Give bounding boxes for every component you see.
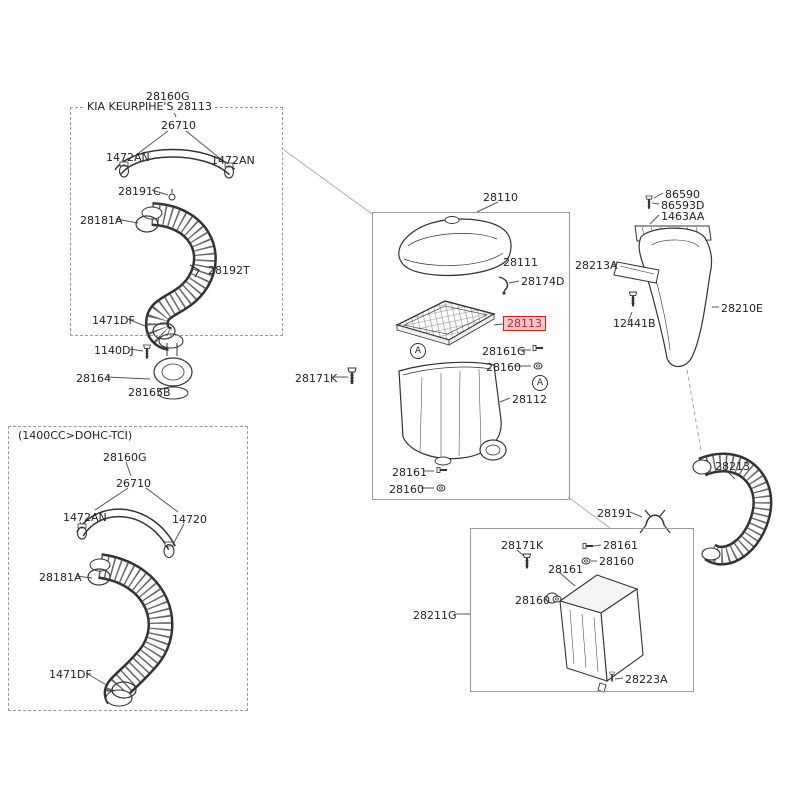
part-label-28181A[interactable]: 28181A (80, 214, 123, 227)
clamp-1472AN-right-drawing (224, 162, 234, 168)
air-cleaner-assembly-drawing (346, 216, 544, 492)
part-label-28174D[interactable]: 28174D (521, 275, 565, 288)
clamp-1472AN-drawing (77, 523, 87, 529)
mount-tab-drawing (597, 682, 607, 693)
filter-element-28113-drawing (395, 300, 496, 346)
part-label-26710[interactable]: 26710 (116, 477, 151, 490)
hose-assembly-bottom-left-drawing (76, 508, 176, 707)
bolt-28171K-drawing (346, 366, 358, 386)
part-label-28210E[interactable]: 28210E (721, 302, 763, 315)
part-label-28160[interactable]: 28160 (389, 483, 424, 496)
callout-marker-a: A (532, 375, 548, 391)
bolt-1140DJ-drawing (142, 343, 152, 360)
variant-title-dohc-tci: (1400CC>DOHC-TCI) (15, 429, 136, 442)
part-label-28160[interactable]: 28160 (515, 594, 550, 607)
bolt-28171K-drawing (522, 552, 532, 570)
air-duct-assembly-drawing (613, 195, 713, 368)
breather-28174D-drawing (498, 276, 509, 292)
part-label-1472AN[interactable]: 1472AN (211, 154, 255, 167)
hose-assembly-top-left-drawing (114, 148, 236, 351)
screw-86590-drawing (644, 195, 654, 210)
part-label-28165B[interactable]: 28165B (128, 386, 171, 399)
part-label-1472AN[interactable]: 1472AN (63, 511, 107, 524)
part-label-28192T[interactable]: 28192T (208, 264, 250, 277)
part-label-28171K[interactable]: 28171K (295, 372, 338, 385)
stud-28161-drawing (436, 466, 448, 474)
callout-marker-a: A (410, 343, 426, 359)
grommet-28160-drawing (436, 484, 446, 492)
outlet-port-drawing (479, 439, 507, 461)
part-label-28161[interactable]: 28161 (603, 539, 638, 552)
part-label-28160G[interactable]: 28160G (103, 451, 147, 464)
part-label-28112[interactable]: 28112 (512, 393, 547, 406)
part-label-28213A[interactable]: 28213A (575, 259, 618, 272)
part-label-1471DF[interactable]: 1471DF (49, 668, 92, 681)
part-label-86593D[interactable]: 86593D (661, 199, 705, 212)
resonator-assembly-drawing (522, 452, 773, 693)
bracket-28192T-drawing (189, 264, 200, 278)
part-label-28160[interactable]: 28160 (486, 361, 521, 374)
part-label-28181A[interactable]: 28181A (39, 571, 82, 584)
clamp-1471DF-drawing (111, 681, 137, 699)
projection-lines (283, 149, 702, 529)
part-label-28160[interactable]: 28160 (599, 555, 634, 568)
part-label-28161G[interactable]: 28161G (482, 345, 526, 358)
part-label-1472AN[interactable]: 1472AN (106, 151, 150, 164)
part-label-1463AA[interactable]: 1463AA (661, 210, 705, 223)
resonator-body-drawing (545, 574, 644, 693)
bolt-12441B-drawing (628, 290, 638, 308)
grommet-28160-drawing (552, 595, 562, 603)
part-label-28211G[interactable]: 28211G (413, 609, 457, 622)
part-label-28113-highlighted[interactable]: 28113 (503, 316, 546, 331)
clamp-1472AN-left-drawing (119, 161, 129, 167)
part-label-28191C[interactable]: 28191C (118, 185, 161, 198)
clamp-28181A-drawing (87, 568, 111, 586)
part-label-28111[interactable]: 28111 (503, 256, 538, 269)
part-label-28161[interactable]: 28161 (392, 466, 427, 479)
gasket-28165B-drawing (157, 386, 189, 400)
part-label-1140DJ[interactable]: 1140DJ (94, 344, 134, 357)
stud-28161G-drawing (532, 344, 544, 352)
part-label-28161[interactable]: 28161 (548, 563, 583, 576)
grommet-28160-drawing (581, 557, 591, 565)
part-label-28160G[interactable]: 28160G (146, 90, 190, 103)
adapter-28164-drawing (142, 343, 193, 400)
hose-28213-drawing (692, 452, 773, 566)
hose-clamp-28191-drawing (639, 509, 671, 534)
duct-28210E-drawing (638, 227, 713, 368)
part-label-28164[interactable]: 28164 (76, 372, 111, 385)
part-label-28191[interactable]: 28191 (597, 507, 632, 520)
part-label-86590[interactable]: 86590 (665, 188, 700, 201)
stud-28161-drawing (582, 542, 594, 550)
part-label-28171K[interactable]: 28171K (501, 539, 544, 552)
part-label-26710[interactable]: 26710 (161, 119, 196, 132)
part-label-12441B[interactable]: 12441B (613, 317, 656, 330)
part-label-14720[interactable]: 14720 (172, 513, 207, 526)
clamp-1471DF-drawing (152, 322, 176, 340)
clip-28191C-drawing (168, 193, 176, 201)
cover-28111-drawing (398, 218, 512, 277)
grommet-28160-drawing (533, 362, 543, 370)
part-label-1471DF[interactable]: 1471DF (92, 314, 135, 327)
clamp-28181A-drawing (135, 215, 159, 233)
part-label-28110[interactable]: 28110 (483, 191, 518, 204)
housing-28112-drawing (398, 361, 507, 466)
part-label-28213[interactable]: 28213 (715, 460, 750, 473)
part-label-28223A[interactable]: 28223A (625, 673, 668, 686)
variant-title-kia: KIA KEURPIHE'S 28113 (84, 100, 215, 113)
